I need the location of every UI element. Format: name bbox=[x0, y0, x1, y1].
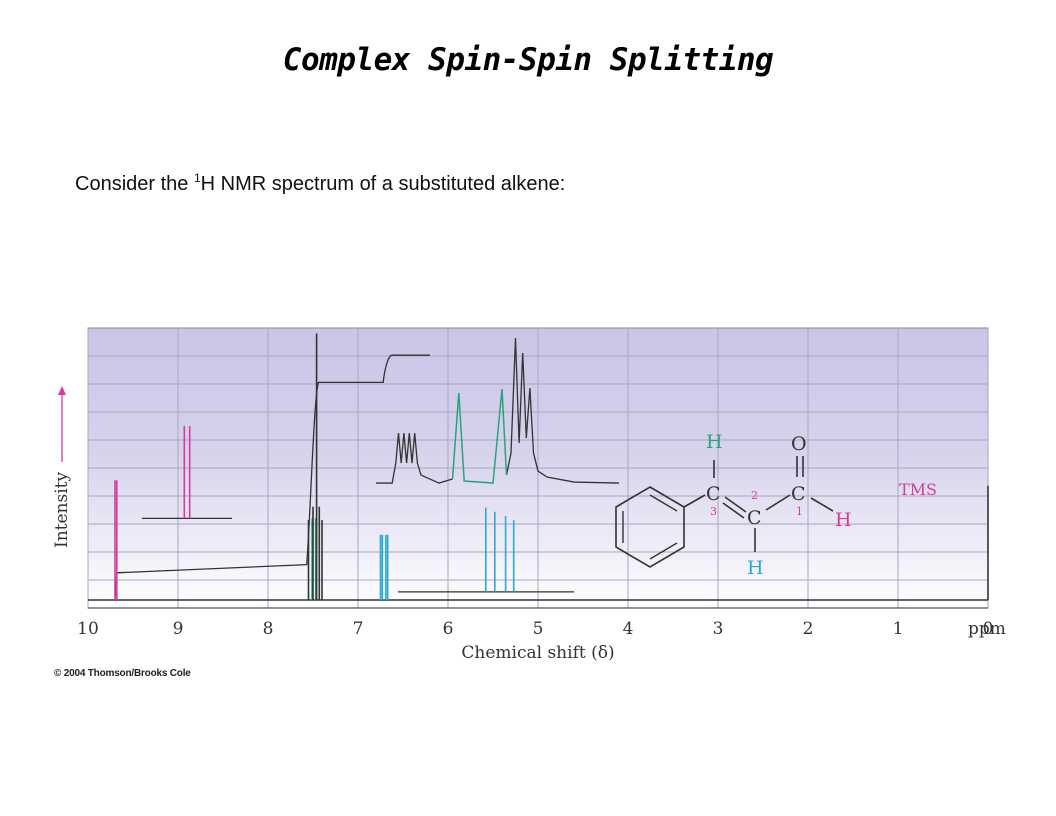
ring-double-bond-2 bbox=[649, 494, 678, 512]
atom-h1: H bbox=[835, 509, 852, 531]
x-tick-label: 6 bbox=[443, 619, 454, 639]
atom-c1: C bbox=[791, 483, 806, 505]
y-axis-arrow-head bbox=[58, 386, 66, 395]
x-tick-label: 1 bbox=[893, 619, 904, 639]
tms-label: TMS bbox=[899, 480, 937, 499]
x-tick-label: 2 bbox=[803, 619, 814, 639]
x-tick-label: 0 bbox=[983, 619, 994, 639]
bond-c2-c1 bbox=[765, 494, 791, 511]
atom-h2: H bbox=[747, 557, 764, 579]
x-tick-label: 10 bbox=[77, 619, 99, 639]
bond-c1-h bbox=[810, 497, 834, 512]
atom-c2: C bbox=[747, 507, 762, 529]
x-tick-label: 3 bbox=[713, 619, 724, 639]
x-tick-label: 7 bbox=[353, 619, 364, 639]
atom-c3: C bbox=[706, 483, 721, 505]
isotope-superscript: 1 bbox=[193, 171, 201, 185]
plot-grid bbox=[87, 328, 989, 608]
expansion-aromatic-right bbox=[505, 338, 620, 484]
x-tick-label: 5 bbox=[533, 619, 544, 639]
bond-c3-c2-a bbox=[724, 496, 747, 513]
x-tick-label: 8 bbox=[263, 619, 274, 639]
x-axis-unit: ppm bbox=[968, 619, 1006, 639]
intro-text-before: Consider the bbox=[75, 173, 194, 195]
atom-h3: H bbox=[706, 431, 723, 453]
intro-text: Consider the 1H NMR spectrum of a substi… bbox=[75, 171, 565, 196]
molecule-structure: C 3 H C 2 H C 1 O H bbox=[615, 431, 852, 579]
x-tick-label: 4 bbox=[623, 619, 634, 639]
copyright-notice: © 2004 Thomson/Brooks Cole bbox=[54, 668, 191, 679]
ring-double-bond-3 bbox=[649, 542, 678, 560]
x-axis-label: Chemical shift (δ) bbox=[461, 643, 614, 663]
bond-ring-c3 bbox=[683, 494, 706, 508]
x-tick-label: 9 bbox=[173, 619, 184, 639]
carbon-number-3: 3 bbox=[710, 505, 717, 518]
carbon-number-1: 1 bbox=[796, 505, 803, 518]
atom-o: O bbox=[791, 433, 807, 455]
slide-title: Complex Spin-Spin Splitting bbox=[282, 42, 774, 78]
bond-c3-c2-b bbox=[722, 502, 745, 519]
expansion-h3-doublet bbox=[451, 388, 508, 484]
carbon-number-2: 2 bbox=[751, 489, 758, 502]
y-axis-label: Intensity bbox=[52, 472, 72, 548]
spectrum-peaks bbox=[114, 333, 989, 600]
intro-text-after: H NMR spectrum of a substituted alkene: bbox=[200, 173, 566, 195]
expansion-aromatic-left bbox=[376, 432, 453, 484]
